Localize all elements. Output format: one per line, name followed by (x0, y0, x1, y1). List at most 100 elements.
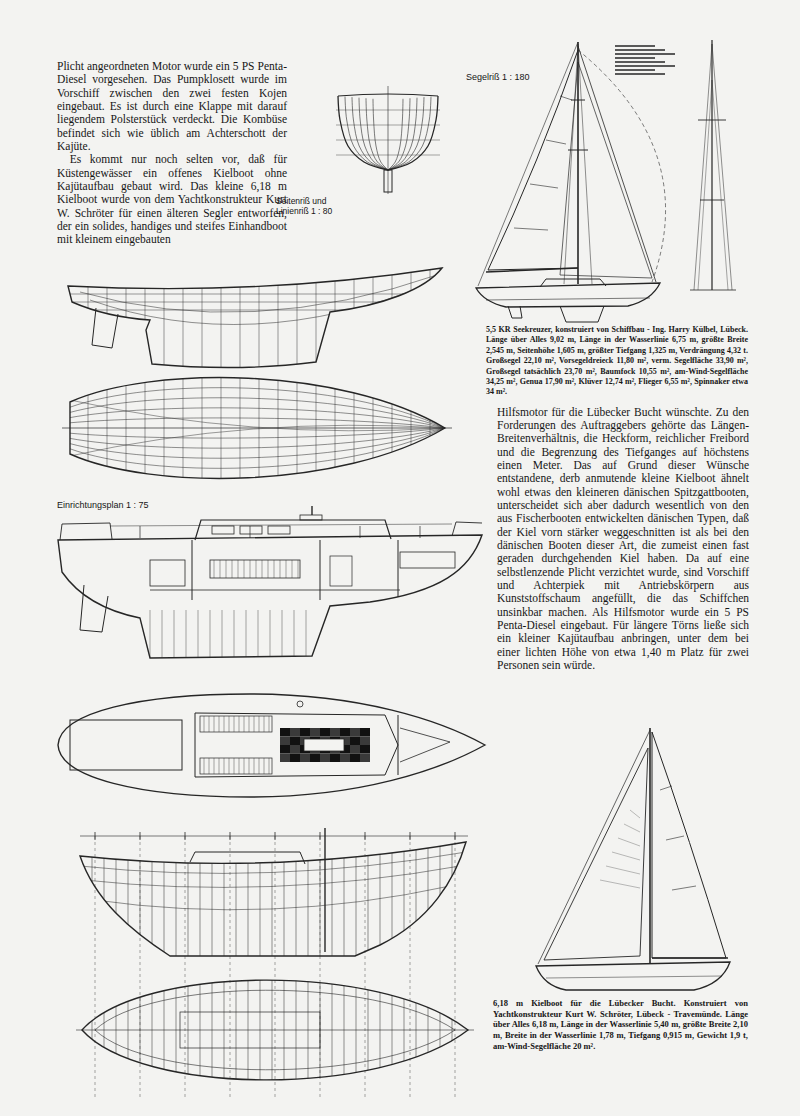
ballast-line (186, 610, 187, 660)
section-curve (338, 96, 388, 170)
engine-box (150, 560, 185, 586)
floor-pattern (310, 728, 320, 737)
berth-hatching (232, 560, 233, 578)
shroud (694, 44, 712, 290)
station-mark (410, 836, 411, 1100)
station-mark (230, 836, 231, 1100)
frame (272, 836, 273, 960)
frame-plan (76, 960, 474, 1100)
batten (666, 836, 684, 840)
frame (392, 836, 393, 960)
frame (260, 836, 261, 960)
body-plan (336, 86, 440, 194)
berth-hatching (239, 758, 240, 774)
center-line (76, 1030, 474, 1031)
berth-hatching (214, 758, 215, 774)
section-curve (352, 97, 388, 170)
data-table-line (615, 65, 675, 67)
seam-line (618, 838, 640, 846)
section-curve (388, 97, 431, 170)
keel-fin (384, 170, 392, 192)
cabin-window (212, 526, 234, 534)
lower-shroud (698, 80, 712, 290)
keel-fin (560, 306, 604, 322)
berth-hatching (249, 758, 250, 774)
floor-pattern (360, 737, 370, 746)
data-table-line (615, 73, 665, 75)
data-table-line (615, 49, 665, 51)
mast (649, 728, 651, 964)
sliding-hatch (300, 515, 322, 520)
station-line (88, 255, 89, 372)
waterline (336, 155, 440, 156)
ballast-line (222, 610, 223, 660)
waterline (546, 976, 722, 978)
berth-hatching (269, 716, 270, 732)
stanchion (250, 526, 251, 538)
ballast-line (246, 610, 247, 660)
frame (188, 836, 189, 960)
batten (546, 140, 566, 144)
frame (440, 836, 441, 960)
half-breadth-plan (62, 360, 452, 496)
floor-pattern (330, 728, 340, 737)
berth-hatching (254, 758, 255, 774)
frame (92, 836, 93, 960)
buttock-line (90, 284, 430, 325)
waterline (60, 294, 450, 295)
data-table-line (615, 61, 665, 63)
stanchion (420, 526, 421, 538)
waterline-curve (70, 428, 445, 438)
frame (308, 836, 309, 960)
cabin-top (540, 279, 606, 287)
bulkhead (320, 540, 321, 600)
rudder (80, 585, 108, 632)
floor-pattern (280, 728, 290, 737)
berth-hatching (256, 560, 257, 578)
waterline-curve (70, 408, 445, 428)
fore-berth (400, 552, 455, 568)
floor-pattern (290, 745, 300, 754)
shroud (712, 44, 732, 290)
figure-caption: 6,18 m Kielboot für die Lübecker Bucht. … (493, 998, 748, 1051)
berth-hatching (234, 716, 235, 732)
berth-hatching (259, 758, 260, 774)
stern-pushpit (60, 523, 112, 540)
berth-hatching (219, 758, 220, 774)
section-curve (388, 98, 410, 170)
spreader (571, 100, 585, 101)
batten (660, 786, 672, 790)
waterline-curve (70, 428, 445, 448)
floor-pattern (350, 728, 360, 737)
berth-hatching (234, 758, 235, 774)
shroud (578, 44, 592, 284)
batten (514, 228, 548, 230)
bulkhead (398, 715, 399, 775)
station-line (278, 255, 279, 372)
seam-line (606, 866, 640, 874)
station-grid (60, 255, 450, 372)
section-curve (388, 97, 424, 170)
lifeline (110, 524, 452, 526)
station-line (259, 255, 260, 372)
berth-hatching (249, 716, 250, 732)
data-table-line (615, 57, 655, 59)
hull-outline (58, 694, 485, 797)
stanchion (360, 526, 361, 538)
berth-hatching (292, 560, 293, 578)
ballast-line (234, 610, 235, 660)
waterline (60, 302, 450, 303)
text-column: Plicht angeordneten Motor wurde ein 5 PS… (57, 60, 287, 247)
frame (296, 836, 297, 960)
body-text: Hilfsmotor für die Lübecker Bucht wünsch… (497, 406, 749, 673)
seam-line (624, 824, 640, 832)
interior-profile (58, 506, 482, 660)
station-mark (95, 836, 96, 1100)
berth-hatching (204, 758, 205, 774)
frame (332, 836, 333, 960)
diagonal-line (70, 425, 445, 456)
stringer (95, 886, 450, 910)
forestay (538, 730, 650, 964)
mainsail (488, 50, 578, 270)
